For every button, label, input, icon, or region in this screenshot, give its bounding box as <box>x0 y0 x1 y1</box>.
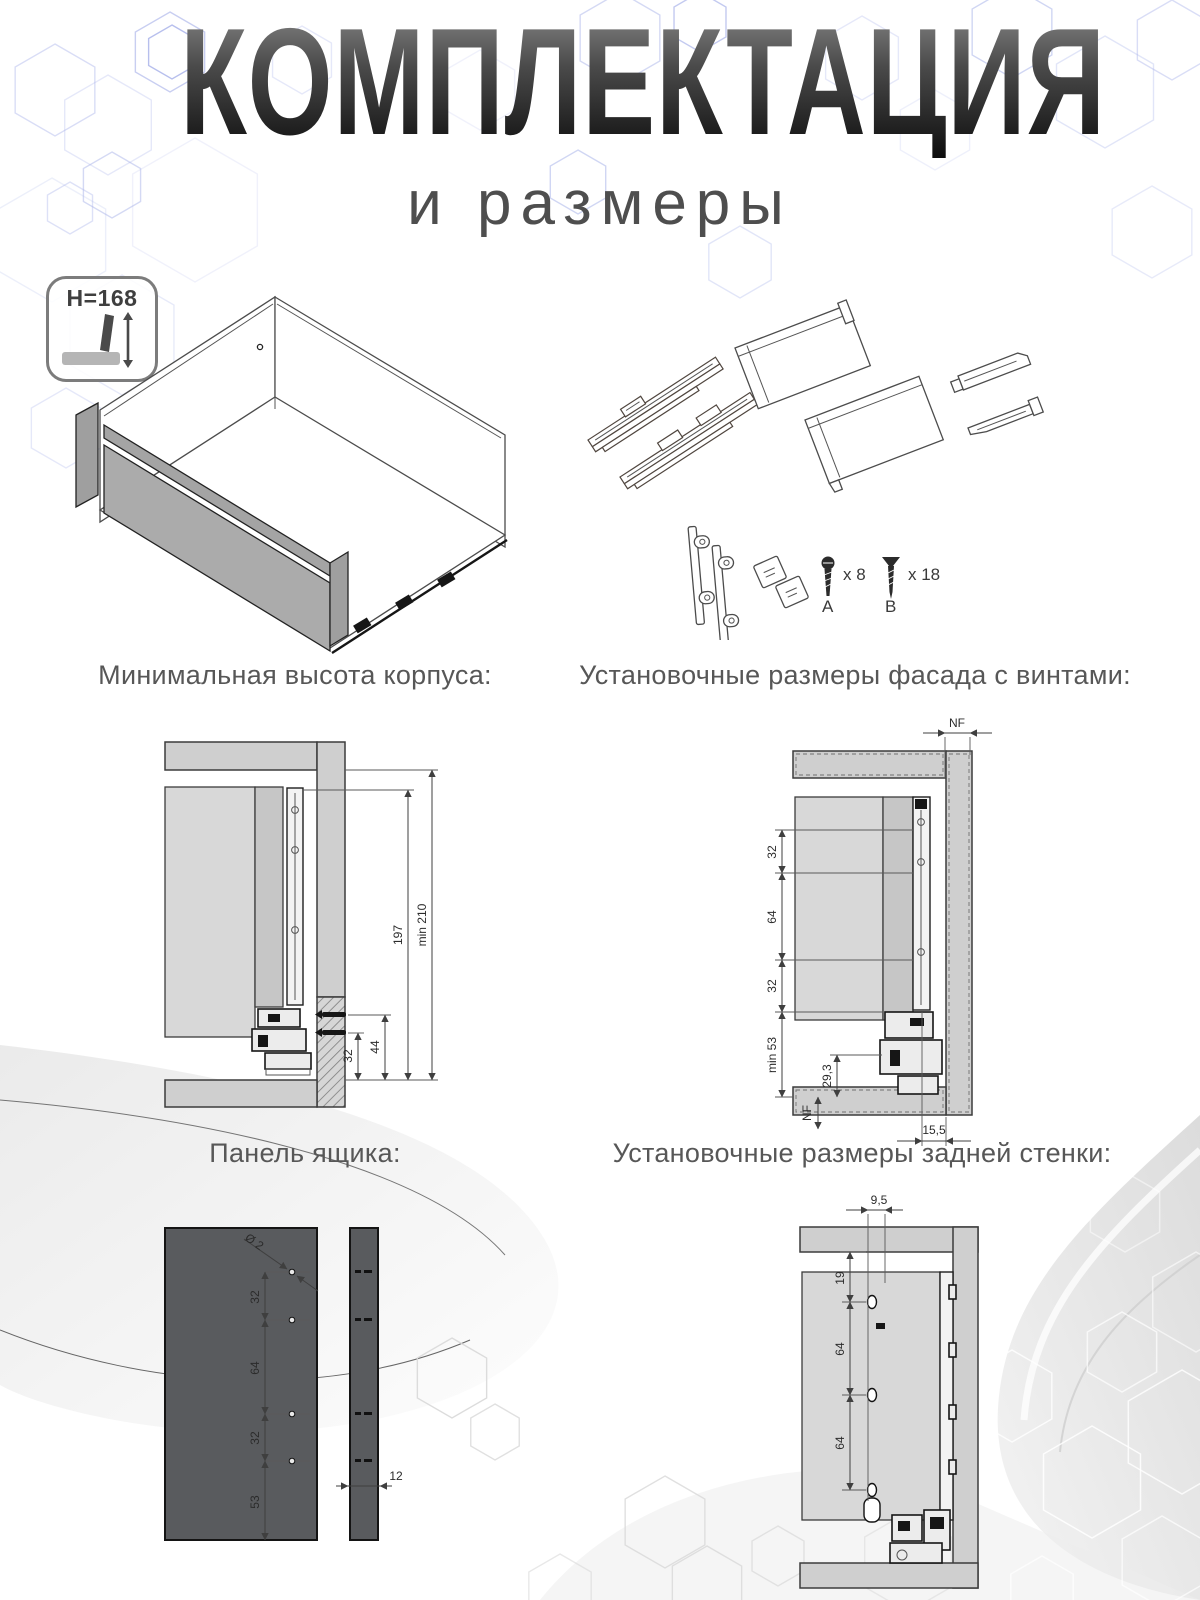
dim-label-32-top: 32 <box>765 845 779 859</box>
diagram-drawer-panel: Ø 2 32 64 32 53 12 <box>164 1227 403 1541</box>
dim-label-15-5: 15,5 <box>922 1123 946 1137</box>
screw-a: x 8 A <box>821 556 866 616</box>
lock-hardware <box>889 1509 951 1564</box>
side-strip-marks <box>355 1270 372 1462</box>
section-heading-back-wall: Установочные размеры задней стенки: <box>612 1138 1112 1168</box>
screw-b-name: B <box>885 597 896 616</box>
dim-label-32: 32 <box>341 1049 355 1063</box>
rail-clips <box>948 1284 957 1475</box>
dim-label-32-mid: 32 <box>765 979 779 993</box>
page-title: КОМПЛЕКТАЦИЯ <box>0 6 1200 158</box>
dim-label-19: 19 <box>833 1271 847 1285</box>
dim-label-min53: min 53 <box>765 1037 779 1073</box>
parts-kit-drawing: x 8 A x 18 B <box>587 299 1045 640</box>
dim-label-53: 53 <box>248 1495 262 1509</box>
section-heading-facade: Установочные размеры фасада с винтами: <box>579 660 1131 690</box>
dim-label-12: 12 <box>389 1469 403 1483</box>
back-brackets <box>949 352 1045 436</box>
dim-label-nf-bottom: NF <box>800 1105 814 1121</box>
dim-label-64: 64 <box>765 910 779 924</box>
dim-label-nf-top: NF <box>949 716 965 730</box>
diagram-back-wall: 9,5 19 64 64 <box>799 1193 979 1589</box>
page-title-text: КОМПЛЕКТАЦИЯ <box>180 0 1107 167</box>
dim-label-44: 44 <box>368 1040 382 1054</box>
height-badge-label: H=168 <box>66 285 138 311</box>
side-panels <box>734 299 945 493</box>
drawer-isometric-drawing <box>75 295 508 655</box>
facade-fixers <box>687 525 740 640</box>
fixing-screws <box>315 1010 346 1037</box>
dim-label-64-top: 64 <box>833 1342 847 1356</box>
section-heading-panel: Панель ящика: <box>209 1138 401 1168</box>
screw-a-name: A <box>822 597 834 616</box>
section-heading-min-height: Минимальная высота корпуса: <box>98 660 492 690</box>
dim-label-9-5: 9,5 <box>871 1193 888 1207</box>
dim-label-32-top: 32 <box>248 1290 262 1304</box>
screw-a-qty: x 8 <box>843 565 866 584</box>
drawer-height-icon <box>62 312 133 368</box>
height-badge: H=168 <box>46 276 158 382</box>
dim-label-197: 197 <box>391 925 405 945</box>
diagram-min-cabinet-height: 32 44 197 min 210 <box>164 741 438 1108</box>
dim-label-32-bottom: 32 <box>248 1431 262 1445</box>
dim-label-64: 64 <box>248 1361 262 1375</box>
cover-caps <box>753 555 809 609</box>
dim-label-29-3: 29,3 <box>820 1064 834 1088</box>
screw-b: x 18 B <box>882 557 940 616</box>
dim-label-min210: min 210 <box>415 903 429 946</box>
lock-hardware <box>251 1008 312 1076</box>
screw-b-qty: x 18 <box>908 565 940 584</box>
diagram-facade-mounting: NF 32 64 32 min 53 29,3 NF 15,5 <box>765 716 992 1146</box>
dim-label-64-bottom: 64 <box>833 1436 847 1450</box>
lock-hardware <box>879 1011 943 1095</box>
page-subtitle: и размеры <box>407 169 793 238</box>
slide-rails <box>587 356 759 490</box>
